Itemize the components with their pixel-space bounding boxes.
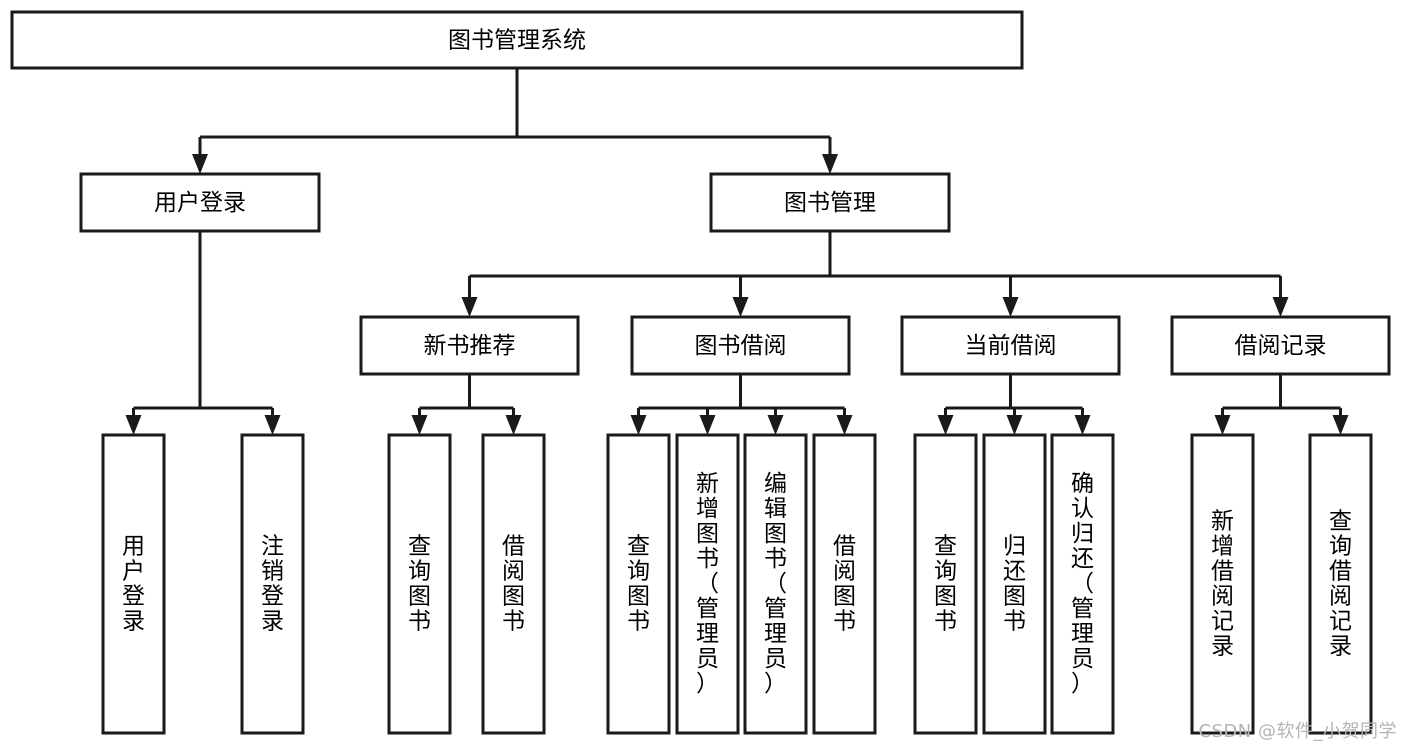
node-label-leaf-borrow-book-rec: 借阅图书 [502, 534, 525, 635]
arrow-head-icon-leaf-user-login [125, 415, 142, 435]
nodes-layer: 图书管理系统用户登录图书管理新书推荐图书借阅当前借阅借阅记录用户登录注销登录查询… [10, 10, 1391, 735]
node-box-leaf-borrow-book[interactable] [812, 433, 877, 735]
node-box-leaf-add-book[interactable] [675, 433, 740, 735]
node-label-current-borrow: 当前借阅 [965, 333, 1057, 359]
node-book-manage[interactable]: 图书管理 [709, 172, 951, 233]
node-leaf-edit-book[interactable]: 编辑图书（管理员） [743, 433, 808, 735]
node-box-book-manage[interactable] [709, 172, 951, 233]
node-box-leaf-logout[interactable] [240, 433, 305, 735]
arrow-head-icon-leaf-query-record [1332, 415, 1349, 435]
node-label-book-manage: 图书管理 [784, 190, 876, 216]
node-leaf-query-book-cur[interactable]: 查询图书 [913, 433, 978, 735]
node-label-leaf-edit-book: 编辑图书（管理员） [764, 471, 787, 697]
node-label-leaf-borrow-book: 借阅图书 [833, 534, 856, 635]
node-leaf-borrow-book[interactable]: 借阅图书 [812, 433, 877, 735]
node-label-leaf-add-record: 新增借阅记录 [1211, 509, 1234, 660]
node-box-current-borrow[interactable] [900, 315, 1121, 376]
node-label-new-book-recommend: 新书推荐 [424, 333, 516, 359]
arrow-head-icon-book-manage [822, 154, 838, 174]
node-box-leaf-confirm-return[interactable] [1050, 433, 1115, 735]
arrow-head-icon-leaf-add-book [699, 415, 716, 435]
node-label-leaf-logout: 注销登录 [261, 534, 284, 635]
node-user-login[interactable]: 用户登录 [79, 172, 321, 233]
arrow-head-icon-borrow-record [1272, 297, 1289, 317]
node-box-book-borrow[interactable] [630, 315, 851, 376]
node-box-leaf-query-record[interactable] [1308, 433, 1373, 735]
node-label-user-login: 用户登录 [154, 190, 246, 216]
node-box-leaf-query-book-cur[interactable] [913, 433, 978, 735]
node-label-leaf-query-book-borrow: 查询图书 [627, 534, 650, 635]
node-label-borrow-record: 借阅记录 [1235, 333, 1327, 359]
arrow-head-icon-leaf-confirm-return [1074, 415, 1091, 435]
node-box-leaf-borrow-book-rec[interactable] [481, 433, 546, 735]
node-box-leaf-return-book[interactable] [982, 433, 1047, 735]
node-label-leaf-query-book-cur: 查询图书 [934, 534, 957, 635]
node-box-leaf-query-book-rec[interactable] [387, 433, 452, 735]
node-leaf-query-record[interactable]: 查询借阅记录 [1308, 433, 1373, 735]
node-leaf-query-book-borrow[interactable]: 查询图书 [606, 433, 671, 735]
arrow-head-icon-leaf-borrow-book [836, 415, 853, 435]
node-leaf-user-login[interactable]: 用户登录 [101, 433, 166, 735]
node-leaf-logout[interactable]: 注销登录 [240, 433, 305, 735]
node-new-book-recommend[interactable]: 新书推荐 [359, 315, 580, 376]
node-book-borrow[interactable]: 图书借阅 [630, 315, 851, 376]
node-leaf-add-record[interactable]: 新增借阅记录 [1190, 433, 1255, 735]
node-leaf-borrow-book-rec[interactable]: 借阅图书 [481, 433, 546, 735]
arrow-head-icon-leaf-edit-book [767, 415, 784, 435]
node-leaf-return-book[interactable]: 归还图书 [982, 433, 1047, 735]
node-box-borrow-record[interactable] [1170, 315, 1391, 376]
node-label-leaf-query-book-rec: 查询图书 [408, 534, 431, 635]
node-current-borrow[interactable]: 当前借阅 [900, 315, 1121, 376]
arrow-head-icon-leaf-borrow-book-rec [505, 415, 522, 435]
node-leaf-add-book[interactable]: 新增图书（管理员） [675, 433, 740, 735]
arrow-head-icon-leaf-query-book-cur [937, 415, 954, 435]
arrow-head-icon-user-login [192, 154, 208, 174]
node-label-leaf-confirm-return: 确认归还（管理员） [1071, 471, 1094, 697]
arrow-head-icon-leaf-add-record [1214, 415, 1231, 435]
arrow-head-icon-leaf-logout [264, 415, 281, 435]
node-label-root: 图书管理系统 [448, 28, 586, 54]
watermark-text: CSDN @软件_小贺同学 [1198, 721, 1397, 742]
arrow-head-icon-book-borrow [732, 297, 749, 317]
node-box-leaf-edit-book[interactable] [743, 433, 808, 735]
arrow-head-icon-leaf-return-book [1006, 415, 1023, 435]
node-label-leaf-query-record: 查询借阅记录 [1329, 509, 1352, 660]
arrow-head-icon-leaf-query-book-borrow [630, 415, 647, 435]
node-leaf-confirm-return[interactable]: 确认归还（管理员） [1050, 433, 1115, 735]
node-box-leaf-add-record[interactable] [1190, 433, 1255, 735]
node-label-leaf-user-login: 用户登录 [122, 534, 145, 635]
node-root[interactable]: 图书管理系统 [10, 10, 1024, 70]
node-label-book-borrow: 图书借阅 [695, 333, 787, 359]
arrow-head-icon-current-borrow [1002, 297, 1019, 317]
node-borrow-record[interactable]: 借阅记录 [1170, 315, 1391, 376]
node-box-leaf-query-book-borrow[interactable] [606, 433, 671, 735]
arrow-head-icon-new-book-recommend [461, 297, 478, 317]
node-label-leaf-add-book: 新增图书（管理员） [696, 471, 719, 697]
node-box-leaf-user-login[interactable] [101, 433, 166, 735]
node-box-new-book-recommend[interactable] [359, 315, 580, 376]
node-label-leaf-return-book: 归还图书 [1003, 534, 1026, 635]
edges-layer [125, 68, 1349, 435]
node-leaf-query-book-rec[interactable]: 查询图书 [387, 433, 452, 735]
node-box-root[interactable] [10, 10, 1024, 70]
node-box-user-login[interactable] [79, 172, 321, 233]
arrow-head-icon-leaf-query-book-rec [411, 415, 428, 435]
